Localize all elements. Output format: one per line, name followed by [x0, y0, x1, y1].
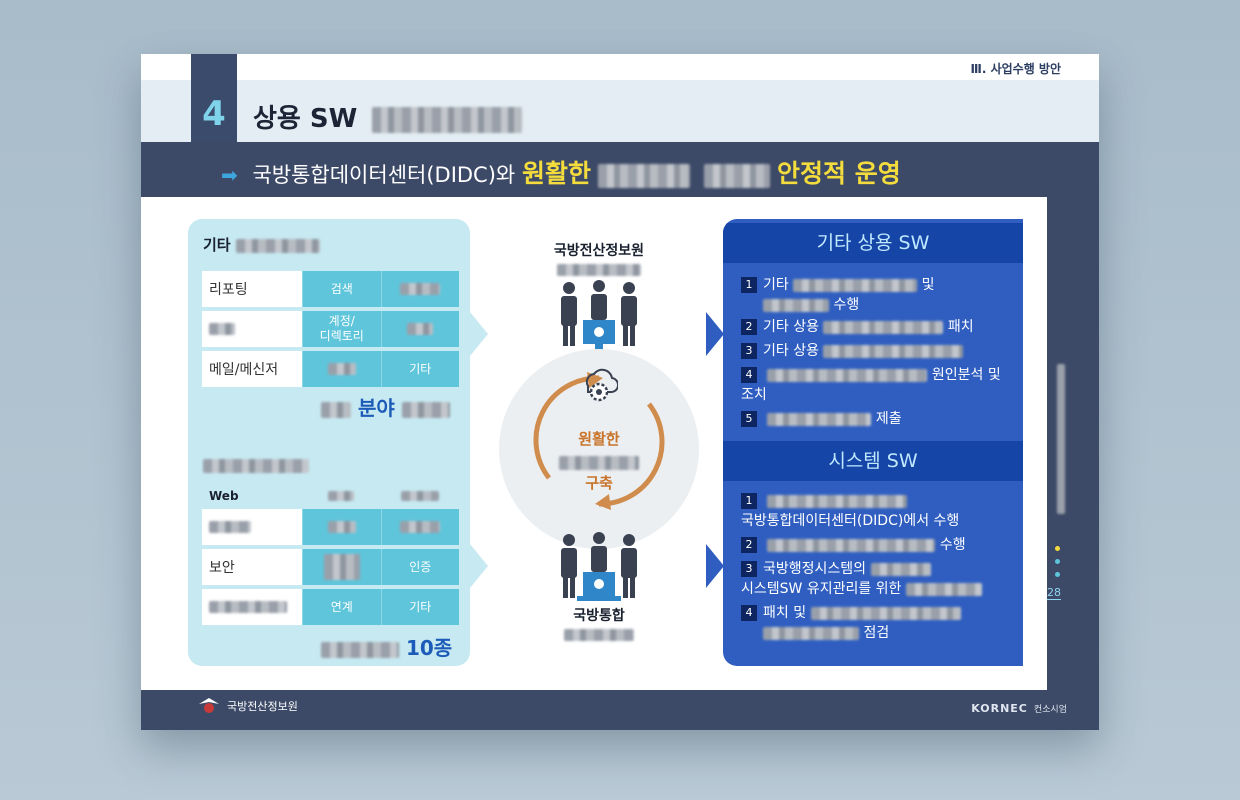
- table-row: 연계 기타: [202, 589, 459, 625]
- table-row: [202, 509, 459, 545]
- list-item: 1 국방통합데이터센터(DIDC)에서 수행: [741, 493, 960, 529]
- top-strip: Ⅲ. 사업수행 방안: [141, 54, 1099, 80]
- page-number: 28: [1047, 586, 1061, 600]
- title-number: 4: [191, 54, 237, 142]
- list-item: 4 원인분석 및 조치: [741, 367, 1001, 403]
- table-row: 메일/메신저 기타: [202, 351, 459, 387]
- arrow-icon: ➡: [221, 163, 238, 187]
- bottom-org-label: 국방통합: [539, 605, 659, 641]
- cycle-arrows-icon: [533, 372, 665, 510]
- table-row: 리포팅 검색: [202, 271, 459, 307]
- left-bottom-heading: [203, 456, 309, 474]
- chevron-right-icon: [470, 312, 488, 356]
- cloud-gear-icon: [585, 368, 618, 402]
- left-top-table: 리포팅 검색 계정/ 디렉토리 메일/메신저 기타: [202, 271, 459, 391]
- footer-logo: 국방전산정보원: [197, 696, 298, 716]
- right-top-heading: 기타 상용 SW: [723, 223, 1023, 263]
- cycle-text-bottom: 구축: [585, 474, 613, 492]
- title-band: [141, 80, 1099, 142]
- people-group-icon: [561, 532, 637, 601]
- table-header: Web: [202, 485, 459, 507]
- chevron-right-icon: [706, 312, 724, 356]
- headline: ➡ 국방통합데이터센터(DIDC)와 원활한 안정적 운영: [221, 159, 901, 188]
- cycle-text-top: 원활한: [578, 430, 620, 448]
- left-bottom-summary: 10종: [321, 632, 452, 661]
- people-group-icon: [561, 280, 637, 350]
- list-item: 2 수행: [741, 535, 1011, 555]
- redacted-text: [372, 106, 523, 133]
- list-item: 5 제출: [741, 409, 1011, 429]
- slide: Ⅲ. 사업수행 방안 4 상용 SW ➡ 국방통합데이터센터(DIDC)와 원활…: [141, 54, 1099, 730]
- side-caption: [1049, 364, 1065, 524]
- cycle-circle: [499, 349, 699, 549]
- top-org-label: 국방전산정보원: [539, 240, 659, 276]
- table-row: 보안 인증: [202, 549, 459, 585]
- indicator-dot: [1055, 559, 1060, 564]
- chevron-right-icon: [470, 544, 488, 588]
- left-top-summary: 분야: [321, 392, 450, 421]
- left-top-heading: 기타: [203, 234, 320, 255]
- emblem-icon: [199, 698, 219, 713]
- left-bottom-table: Web 보안 인증 연계 기타: [202, 485, 459, 629]
- page-title: 상용 SW: [253, 98, 523, 135]
- indicator-dot: [1055, 572, 1060, 577]
- indicator-dot: [1055, 546, 1060, 551]
- section-label: Ⅲ. 사업수행 방안: [970, 62, 1062, 76]
- chevron-right-icon: [706, 544, 724, 588]
- right-bottom-heading: 시스템 SW: [723, 441, 1023, 481]
- table-row: 계정/ 디렉토리: [202, 311, 459, 347]
